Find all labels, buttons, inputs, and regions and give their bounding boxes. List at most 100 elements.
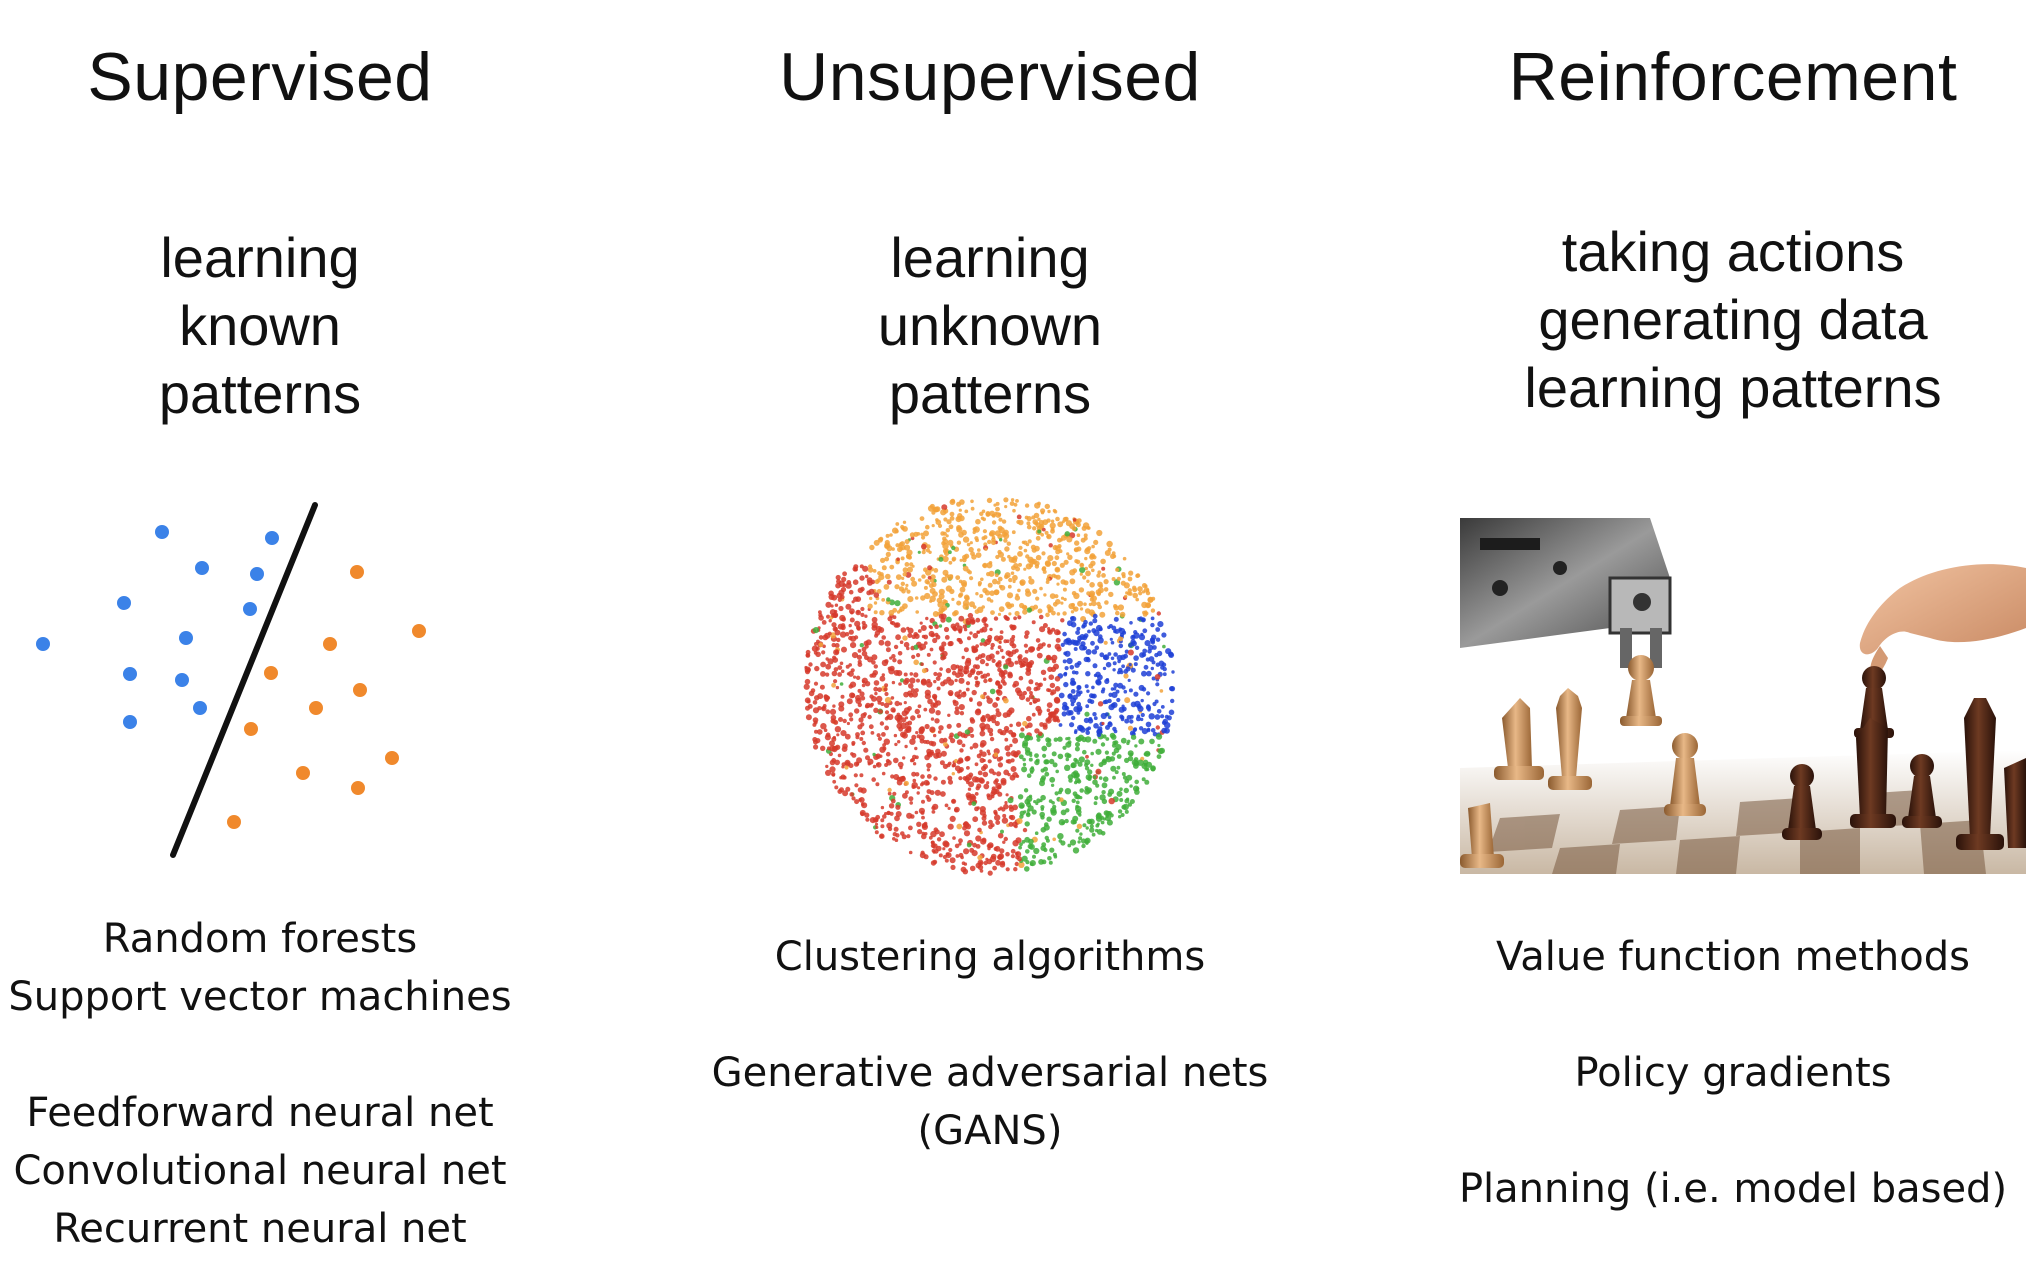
cluster-point (911, 580, 918, 587)
cluster-point (1091, 628, 1097, 634)
cluster-point (918, 734, 925, 741)
cluster-point (917, 704, 922, 709)
cluster-point (874, 691, 878, 696)
cluster-point (1102, 666, 1107, 671)
cluster-point (993, 752, 999, 757)
cluster-point (944, 803, 949, 808)
cluster-point (962, 603, 969, 610)
cluster-point (863, 712, 867, 716)
cluster-point (859, 691, 865, 697)
cluster-point (1085, 649, 1092, 655)
cluster-point (989, 688, 996, 695)
cluster-point (1077, 685, 1081, 690)
cluster-point (994, 573, 999, 578)
cluster-point (878, 709, 883, 714)
cluster-point (1001, 519, 1007, 524)
cluster-point (805, 705, 810, 711)
cluster-point (888, 803, 895, 809)
cluster-point (885, 573, 891, 580)
cluster-point (954, 709, 960, 716)
cluster-point (892, 658, 897, 663)
cluster-point (948, 550, 952, 555)
cluster-point (826, 746, 831, 751)
cluster-point (1073, 706, 1080, 713)
supervised-desc-line: patterns (158, 362, 362, 425)
cluster-point (929, 625, 933, 630)
cluster-point (897, 659, 903, 665)
dark-chess-pieces (1782, 698, 2026, 850)
cluster-point (1115, 610, 1120, 616)
cluster-point (1069, 569, 1076, 576)
cluster-point (920, 625, 927, 631)
cluster-point (992, 702, 998, 708)
cluster-point (1010, 498, 1015, 502)
cluster-point (1146, 704, 1151, 709)
cluster-point (814, 642, 818, 646)
cluster-point (1015, 499, 1019, 503)
cluster-point (989, 855, 997, 863)
unsupervised-description: learning unknown patterns (690, 224, 1290, 428)
cluster-point (1019, 814, 1024, 819)
cluster-point (1058, 723, 1063, 727)
cluster-point (906, 646, 910, 651)
cluster-point (1053, 509, 1058, 514)
cluster-point (1051, 801, 1055, 805)
cluster-point (981, 715, 986, 719)
cluster-point (898, 682, 902, 686)
cluster-point (920, 532, 924, 536)
cluster-point (1055, 567, 1060, 572)
cluster-point (908, 683, 914, 689)
cluster-point (931, 805, 936, 811)
cluster-point (889, 533, 893, 537)
cluster-point (983, 622, 987, 626)
scatter-point-orange (296, 766, 310, 780)
cluster-point (860, 696, 866, 701)
cluster-point (995, 650, 1000, 655)
cluster-point (976, 630, 981, 634)
cluster-point (830, 718, 836, 724)
cluster-point (974, 762, 979, 767)
cluster-point (1040, 815, 1045, 820)
cluster-point (947, 823, 954, 830)
cluster-point (924, 723, 930, 730)
cluster-point (1092, 775, 1097, 779)
cluster-point (1067, 620, 1073, 627)
cluster-point (848, 589, 854, 595)
cluster-point (1064, 818, 1069, 824)
cluster-point (869, 817, 876, 824)
cluster-point (1071, 798, 1076, 803)
cluster-point (1001, 674, 1006, 680)
cluster-point (1066, 536, 1073, 543)
cluster-point (834, 726, 842, 733)
cluster-point (939, 831, 945, 838)
cluster-point (1048, 543, 1053, 548)
cluster-point (999, 538, 1003, 542)
cluster-point (865, 755, 870, 761)
cluster-point (1025, 590, 1032, 597)
cluster-point (997, 549, 1002, 555)
cluster-point (1122, 630, 1127, 635)
cluster-point (827, 631, 832, 636)
cluster-point (1077, 724, 1084, 731)
cluster-point (958, 531, 964, 538)
cluster-point (1168, 709, 1175, 716)
cluster-point (933, 671, 938, 677)
cluster-point (980, 838, 987, 845)
cluster-point (1026, 521, 1031, 526)
cluster-point (897, 761, 904, 768)
cluster-point (974, 676, 979, 680)
cluster-point (1003, 836, 1008, 842)
cluster-point (989, 599, 994, 603)
cluster-point (846, 672, 850, 676)
cluster-point (965, 687, 970, 692)
cluster-point (872, 752, 876, 757)
cluster-point (1011, 565, 1016, 571)
cluster-point (917, 578, 922, 582)
cluster-point (925, 548, 930, 553)
cluster-point (949, 588, 955, 595)
cluster-point (958, 838, 963, 844)
cluster-point (1010, 848, 1016, 854)
cluster-point (1054, 791, 1059, 796)
cluster-point (1054, 676, 1061, 682)
cluster-point (1115, 689, 1120, 694)
